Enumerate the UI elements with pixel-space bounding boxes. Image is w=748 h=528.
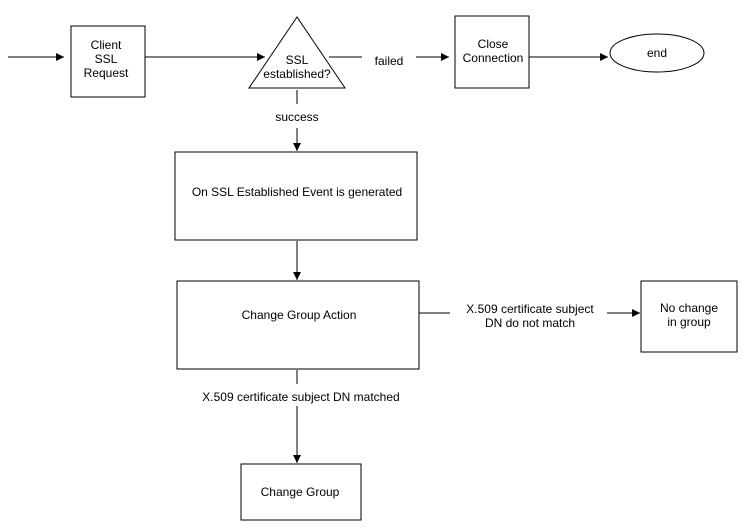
label-line: Client [91,38,122,52]
change-group-action-label: Change Group Action [242,308,357,322]
matched-edge-label: X.509 certificate subject DN matched [202,390,399,404]
change-group-label: Change Group [261,485,340,499]
change-group-action-box [176,280,420,370]
label-line: Close [478,37,509,51]
failed-edge-label: failed [375,54,404,68]
label-line: Connection [463,51,524,65]
label-line: X.509 certificate subject [466,302,594,316]
label-line: in group [667,315,711,329]
label-line: DN do not match [485,316,575,330]
label-line: SSL [95,52,118,66]
label-line: No change [660,301,718,315]
label-line: established? [263,67,331,81]
label-line: SSL [286,53,309,67]
label-line: Request [84,66,129,80]
label-line: failed [375,54,404,68]
label-line: end [647,46,667,60]
close-connection-box [454,15,530,89]
end-terminal [609,33,705,73]
ssl-established-decision [248,16,346,89]
label-line: X.509 certificate subject DN matched [202,390,399,404]
ssl-event-label: On SSL Established Event is generated [192,185,402,199]
label-line: Change Group [261,485,340,499]
label-line: Change Group Action [242,308,357,322]
end-label: end [647,46,667,60]
label-line: On SSL Established Event is generated [192,185,402,199]
client-request-box [70,25,146,98]
change-group-box [240,463,362,521]
label-line: success [275,110,318,124]
success-edge-label: success [275,110,318,124]
ssl-event-box [174,151,418,241]
no-change-box [640,280,738,353]
